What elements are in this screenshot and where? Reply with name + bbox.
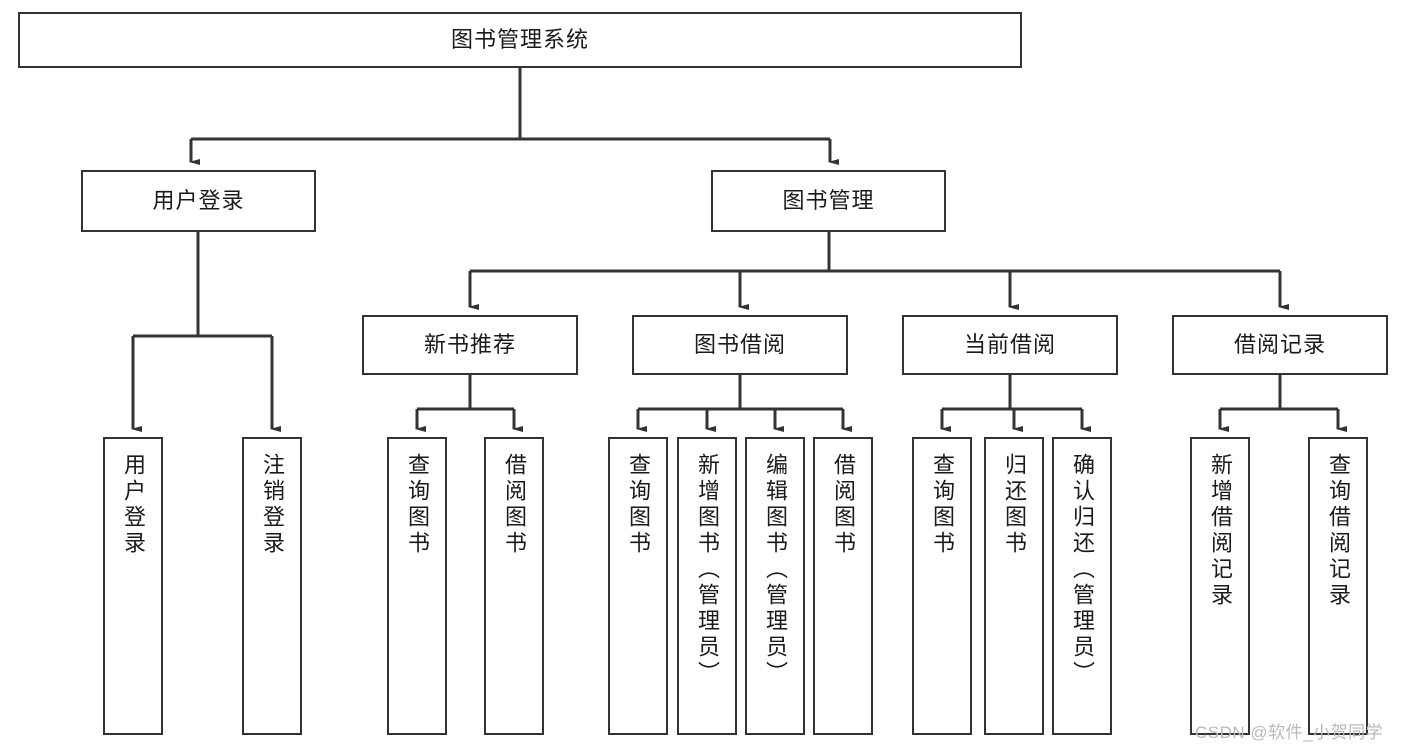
node-leaf-user-login[interactable]: 用户登录 [103, 437, 163, 735]
node-leaf-query-borrow-record[interactable]: 查询借阅记录 [1308, 437, 1368, 735]
node-current-borrow-label: 当前借阅 [963, 332, 1056, 358]
node-borrow-record[interactable]: 借阅记录 [1172, 315, 1388, 375]
node-root[interactable]: 图书管理系统 [18, 12, 1022, 68]
node-leaf-add-book-admin[interactable]: 新增图书（管理员） [677, 437, 737, 735]
node-leaf-borrow-book-1[interactable]: 借阅图书 [484, 437, 544, 735]
node-leaf-borrow-book-1-label: 借阅图书 [502, 453, 527, 557]
node-new-book-recommend-label: 新书推荐 [423, 332, 516, 358]
node-new-book-recommend[interactable]: 新书推荐 [362, 315, 578, 375]
node-leaf-add-book-admin-label: 新增图书（管理员） [695, 453, 720, 687]
node-leaf-borrow-book-2[interactable]: 借阅图书 [813, 437, 873, 735]
node-user-login-label: 用户登录 [152, 188, 245, 214]
node-current-borrow[interactable]: 当前借阅 [902, 315, 1118, 375]
node-leaf-user-logout-label: 注销登录 [260, 453, 285, 557]
node-leaf-user-login-label: 用户登录 [121, 453, 146, 557]
node-book-borrow-label: 图书借阅 [693, 332, 786, 358]
node-leaf-add-borrow-record-label: 新增借阅记录 [1208, 453, 1233, 609]
node-book-manage-label: 图书管理 [782, 188, 875, 214]
node-leaf-edit-book-admin[interactable]: 编辑图书（管理员） [745, 437, 805, 735]
node-book-borrow[interactable]: 图书借阅 [632, 315, 848, 375]
node-leaf-user-logout[interactable]: 注销登录 [242, 437, 302, 735]
csdn-watermark: CSDN @软件_小贺同学 [1195, 723, 1384, 742]
node-leaf-query-book-1-label: 查询图书 [405, 453, 430, 557]
node-leaf-query-book-2-label: 查询图书 [626, 453, 651, 557]
node-leaf-query-book-3-label: 查询图书 [930, 453, 955, 557]
node-root-label: 图书管理系统 [450, 27, 589, 53]
node-leaf-confirm-return-admin-label: 确认归还（管理员） [1070, 453, 1095, 687]
node-user-login[interactable]: 用户登录 [81, 170, 316, 232]
node-book-manage[interactable]: 图书管理 [711, 170, 946, 232]
node-leaf-add-borrow-record[interactable]: 新增借阅记录 [1190, 437, 1250, 735]
node-leaf-return-book[interactable]: 归还图书 [984, 437, 1044, 735]
node-leaf-edit-book-admin-label: 编辑图书（管理员） [763, 453, 788, 687]
node-leaf-query-borrow-record-label: 查询借阅记录 [1326, 453, 1351, 609]
node-leaf-borrow-book-2-label: 借阅图书 [831, 453, 856, 557]
node-leaf-query-book-3[interactable]: 查询图书 [912, 437, 972, 735]
node-leaf-confirm-return-admin[interactable]: 确认归还（管理员） [1052, 437, 1112, 735]
node-borrow-record-label: 借阅记录 [1233, 332, 1326, 358]
node-leaf-query-book-2[interactable]: 查询图书 [608, 437, 668, 735]
node-leaf-return-book-label: 归还图书 [1002, 453, 1027, 557]
node-leaf-query-book-1[interactable]: 查询图书 [387, 437, 447, 735]
